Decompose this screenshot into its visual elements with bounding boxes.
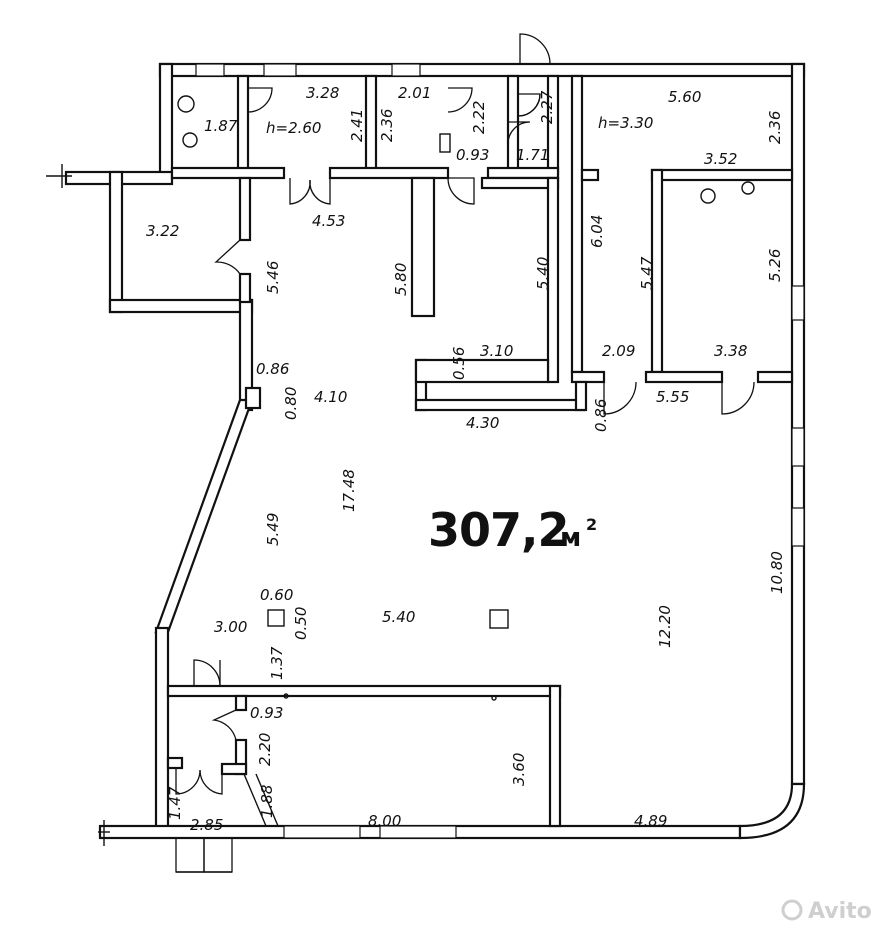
dimension-label: 5.26 — [766, 249, 784, 282]
dimension-label: 3.28 — [306, 84, 339, 102]
marker-dot — [283, 693, 289, 699]
dimension-label: 5.80 — [392, 263, 410, 296]
toilet-icon — [177, 95, 195, 113]
fixtures — [177, 95, 755, 701]
dimension-label: 12.20 — [656, 605, 674, 648]
dimension-label: 0.93 — [250, 704, 283, 722]
sink-icon — [182, 132, 198, 148]
dimension-label: 0.93 — [456, 146, 489, 164]
toilet-icon — [700, 188, 716, 204]
dimension-label: 5.60 — [668, 88, 701, 106]
dimension-label: 5.49 — [264, 513, 282, 546]
dimension-label: 10.80 — [768, 551, 786, 594]
dimension-label: 3.52 — [704, 150, 737, 168]
dimension-label: 1.88 — [258, 785, 276, 818]
dimension-label: 5.40 — [382, 608, 415, 626]
dimension-label: 4.89 — [634, 812, 667, 830]
total-area-unit-superscript: 2 — [586, 515, 597, 534]
total-area: 307,2 м 2 — [428, 503, 597, 557]
total-area-unit: м — [560, 523, 581, 553]
dimension-label: 1.47 — [166, 786, 184, 820]
dimension-label: 3.60 — [510, 753, 528, 786]
watermark-text: Avito — [808, 899, 872, 924]
dimension-labels: 1.87 3.28 h=2.60 2.41 2.01 2.36 2.22 2.2… — [146, 84, 786, 834]
dimension-label: 2.20 — [256, 733, 274, 766]
dimension-label: 3.00 — [214, 618, 247, 636]
dimension-label: 5.46 — [264, 261, 282, 294]
dimension-label: 1.87 — [204, 117, 238, 135]
dimension-label: 8.00 — [368, 812, 401, 830]
dimension-label: 3.22 — [146, 222, 179, 240]
dimension-label: 2.36 — [378, 109, 396, 142]
marker-dot — [491, 695, 497, 701]
dimension-label: 0.50 — [292, 607, 310, 640]
dimension-label: 2.22 — [470, 101, 488, 134]
windows — [195, 63, 805, 839]
dimension-label: 4.53 — [312, 212, 345, 230]
dimension-label: 0.60 — [260, 586, 293, 604]
dimension-label: 0.80 — [282, 387, 300, 420]
dimension-label: 0.86 — [592, 399, 610, 432]
interior-walls — [166, 74, 794, 828]
dimension-label: 4.30 — [466, 414, 499, 432]
doors — [175, 33, 755, 873]
dimension-label: 3.38 — [714, 342, 747, 360]
column — [267, 609, 285, 627]
radiator-icon — [439, 133, 451, 153]
dimension-label: 2.36 — [766, 111, 784, 144]
dimension-label: 2.09 — [602, 342, 635, 360]
dimension-label: h=3.30 — [598, 114, 653, 132]
watermark: Avito — [781, 899, 872, 924]
dimension-label: 2.01 — [398, 84, 431, 102]
total-area-value: 307,2 — [428, 503, 569, 557]
dimension-label: 2.27 — [538, 90, 556, 124]
dimension-label: 0.86 — [256, 360, 289, 378]
dimension-label: 5.40 — [534, 257, 552, 290]
column — [489, 609, 509, 629]
dimension-label: 4.10 — [314, 388, 347, 406]
dimension-label: h=2.60 — [266, 119, 321, 137]
dimension-label: 3.10 — [480, 342, 513, 360]
dimension-label: 2.85 — [190, 816, 223, 834]
dimension-label: 0.56 — [450, 347, 468, 380]
dimension-label: 6.04 — [588, 215, 606, 248]
dimension-label: 5.47 — [638, 256, 656, 290]
dimension-label: 5.55 — [656, 388, 689, 406]
dimension-label: 2.41 — [348, 109, 366, 142]
dimension-label: 17.48 — [340, 469, 358, 512]
sink-icon — [741, 181, 755, 195]
dimension-label: 1.37 — [268, 646, 286, 680]
dimension-label: 1.71 — [516, 146, 549, 164]
